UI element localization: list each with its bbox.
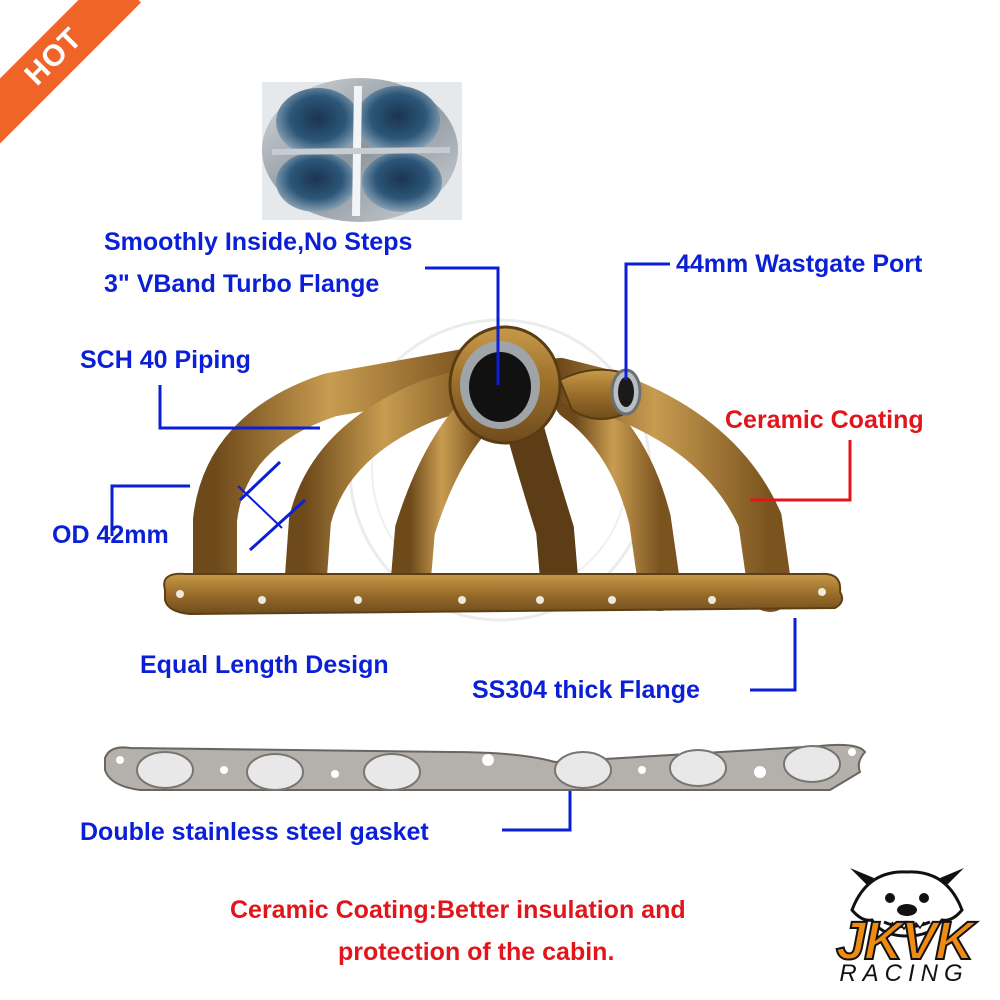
caption-line-2: protection of the cabin. (338, 938, 615, 966)
label-sch40-piping: SCH 40 Piping (80, 346, 251, 374)
gasket (104, 743, 867, 791)
label-vband-flange: 3" VBand Turbo Flange (104, 270, 380, 298)
label-gasket: Double stainless steel gasket (80, 818, 429, 846)
brand-subtitle: RACING (839, 960, 969, 987)
label-od-42mm: OD 42mm (52, 521, 169, 549)
label-wastegate-port: 44mm Wastgate Port (676, 250, 923, 278)
label-ceramic-coating: Ceramic Coating (725, 406, 924, 434)
label-smoothly-inside: Smoothly Inside,No Steps (104, 228, 413, 256)
label-ss304-flange: SS304 thick Flange (472, 676, 700, 704)
caption-line-1: Ceramic Coating:Better insulation and (230, 896, 686, 924)
label-equal-length: Equal Length Design (140, 651, 389, 679)
brand-name: JKVK (835, 910, 975, 972)
bulldog-logo-icon (850, 868, 964, 938)
